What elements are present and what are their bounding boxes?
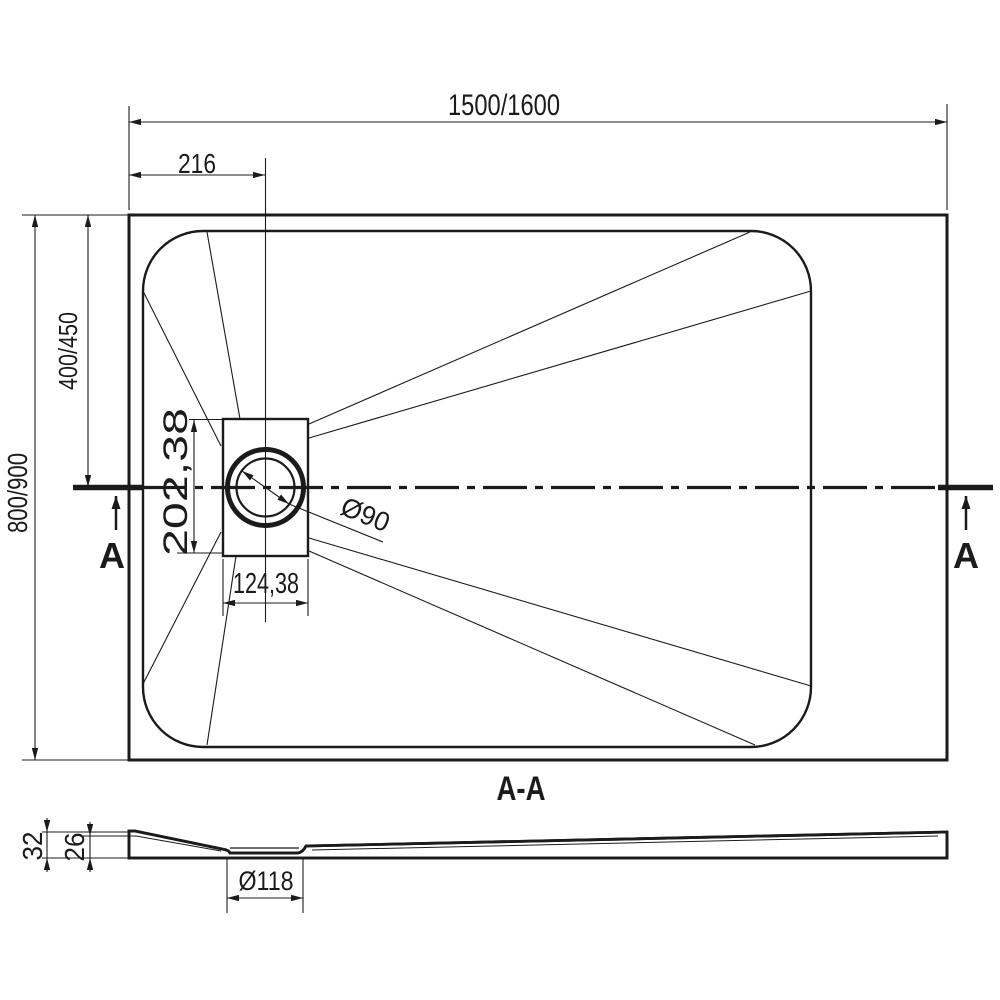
drain-flange-width-label: 124,38 [233, 568, 299, 600]
plan-width-label: 1500/1600 [448, 89, 560, 122]
fold-line [308, 537, 812, 687]
drain-hole-diameter-label: Ø118 [239, 866, 294, 896]
fold-line [308, 231, 751, 425]
drain-offset-x-label: 216 [178, 148, 216, 179]
section-total-height-label: 32 [17, 832, 48, 861]
dim-drain-offset-y: 400/450 [53, 215, 92, 487]
dim-drain-flange-width: 124,38 [222, 559, 309, 616]
fold-lines [142, 231, 812, 746]
drain-diameter-label: Ø90 [337, 491, 395, 538]
fold-line [308, 550, 756, 746]
drain-offset-y-label: 400/450 [53, 312, 83, 390]
fold-line [308, 290, 812, 439]
floor-slope-edge-left [135, 835, 222, 852]
cut-marker-left-label: A [99, 535, 125, 576]
leader-line [288, 503, 384, 543]
dim-plan-width: 1500/1600 [128, 89, 948, 210]
drain-flange-height-label: 202,38 [157, 408, 195, 556]
dim-section-inner-height: 26 [59, 822, 136, 872]
section-profile [127, 829, 949, 860]
section-view: 32 26 Ø118 [17, 818, 949, 913]
floor-slope-edge-right [311, 835, 939, 851]
dim-drain-diameter: Ø90 [241, 470, 395, 543]
plan-view: A A 1500/1600 216 800/900 400/450 [2, 89, 993, 762]
fold-line [206, 231, 241, 420]
cut-marker-right-label: A [953, 535, 979, 576]
section-title-label: A-A [497, 770, 546, 808]
diameter-line [241, 470, 290, 505]
dim-section-total-height: 32 [17, 818, 140, 872]
dim-drain-offset-x: 216 [129, 148, 265, 179]
dim-plan-height: 800/900 [2, 214, 129, 761]
dim-drain-flange-height: 202,38 [157, 408, 222, 556]
section-inner-height-label: 26 [59, 833, 90, 862]
plan-height-label: 800/900 [2, 453, 33, 533]
fold-line [206, 555, 237, 746]
fold-line [142, 290, 222, 447]
dim-drain-hole-diameter: Ø118 [226, 859, 304, 913]
fold-line [142, 531, 222, 685]
